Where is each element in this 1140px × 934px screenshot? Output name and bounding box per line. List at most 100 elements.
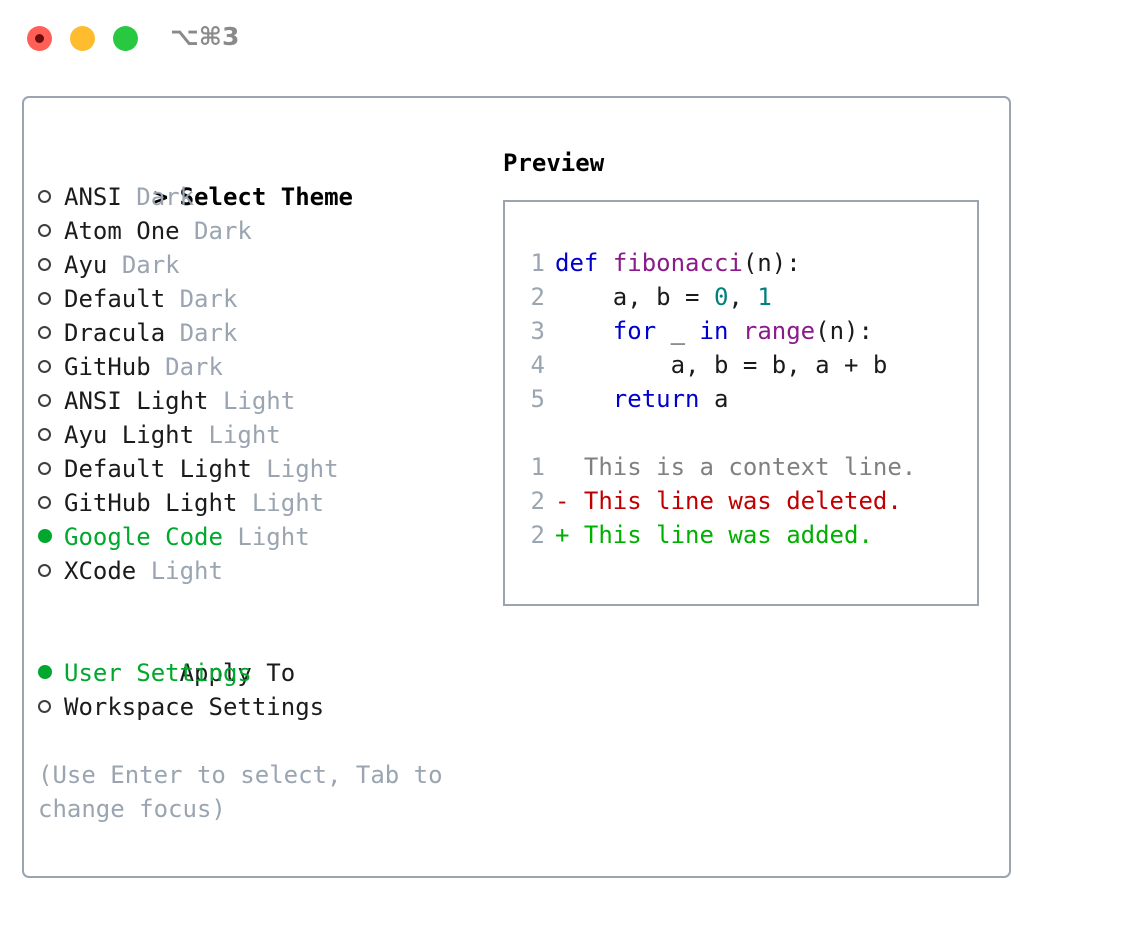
theme-list-item[interactable]: XCode Light [38,554,488,588]
radio-bullet [38,529,52,543]
diff-line-number: 1 [530,453,545,481]
radio-selected-icon[interactable] [38,520,64,554]
preview-title: Preview [503,149,605,177]
theme-list-item[interactable]: Ayu Light Light [38,418,488,452]
theme-variant-tag: Dark [179,319,238,347]
radio-unselected-icon[interactable] [38,248,64,282]
list-spacer [38,588,488,622]
radio-bullet [38,427,51,441]
code-token [555,385,613,413]
code-token: a [699,385,729,413]
theme-name: Ayu [64,251,108,279]
theme-list-item[interactable]: GitHub Dark [38,350,488,384]
diff-sign: + [555,521,570,549]
radio-unselected-icon[interactable] [38,554,64,588]
window-shortcut-label: ⌥⌘3 [170,22,240,51]
theme-list-item[interactable]: Ayu Dark [38,248,488,282]
theme-list-item[interactable]: Default Light Light [38,452,488,486]
code-token: in [699,317,729,345]
code-token: return [612,385,700,413]
radio-bullet [38,393,51,407]
radio-unselected-icon[interactable] [38,180,64,214]
hint-line-1: (Use Enter to select, Tab to [38,761,443,789]
theme-name: Google Code [64,523,223,551]
minimize-button[interactable] [70,26,95,51]
traffic-lights [27,26,138,51]
radio-bullet [38,495,51,509]
prompt-caret-icon: > [153,183,169,211]
code-token: a, b = [555,283,714,311]
apply-to-option-label: User Settings [64,659,252,687]
maximize-button[interactable] [113,26,138,51]
theme-list-item[interactable]: Dracula Dark [38,316,488,350]
theme-name: ANSI Light [64,387,209,415]
code-line: 4 a, b = b, a + b [523,348,916,382]
code-line: 3 for _ in range(n): [523,314,916,348]
theme-name: ANSI [64,183,122,211]
radio-bullet [38,189,51,203]
line-number: 5 [530,385,545,413]
line-number: 4 [530,351,545,379]
line-number: 1 [530,249,545,277]
theme-variant-tag: Light [222,387,296,415]
diff-line-number: 2 [530,487,545,515]
radio-unselected-icon[interactable] [38,282,64,316]
radio-bullet [38,291,51,305]
theme-variant-tag: Dark [165,353,223,381]
theme-variant-tag: Light [251,489,325,517]
theme-list-item[interactable]: GitHub Light Light [38,486,488,520]
theme-name: Dracula [64,319,166,347]
radio-unselected-icon[interactable] [38,418,64,452]
code-token: 1 [757,283,772,311]
hint-line-2: change focus) [38,795,226,823]
diff-line: 2- This line was deleted. [523,484,916,518]
radio-unselected-icon[interactable] [38,350,64,384]
theme-variant-tag: Light [237,523,310,551]
theme-variant-tag: Dark [179,285,238,313]
theme-name: GitHub Light [64,489,238,517]
radio-unselected-icon[interactable] [38,452,64,486]
radio-bullet [38,257,51,271]
theme-list-item[interactable]: Atom One Dark [38,214,488,248]
radio-unselected-icon[interactable] [38,214,64,248]
radio-selected-icon[interactable] [38,656,64,690]
select-theme-header: >Select Theme [38,146,488,211]
code-token: 0 [713,283,729,311]
radio-unselected-icon[interactable] [38,384,64,418]
line-number: 3 [530,317,545,345]
theme-name: Ayu Light [64,421,195,449]
theme-list-item[interactable]: ANSI Dark [38,180,488,214]
radio-bullet [38,359,51,373]
code-line: 2 a, b = 0, 1 [523,280,916,314]
diff-line-number: 2 [530,521,545,549]
apply-to-item[interactable]: Workspace Settings [38,690,488,724]
radio-bullet [38,563,51,577]
theme-list-item[interactable]: Google Code Light [38,520,488,554]
code-line: 5 return a [523,382,916,416]
apply-to-option-label: Workspace Settings [64,693,325,721]
code-token: fibonacci [612,249,743,277]
theme-list-item[interactable]: Default Dark [38,282,488,316]
radio-bullet [38,461,51,475]
close-button[interactable] [27,26,52,51]
theme-name: Atom One [64,217,180,245]
line-number: 2 [530,283,545,311]
radio-unselected-icon[interactable] [38,316,64,350]
theme-variant-tag: Light [150,557,223,585]
apply-to-item[interactable]: User Settings [38,656,488,690]
radio-unselected-icon[interactable] [38,690,64,724]
apply-to-header: Apply To [38,622,488,687]
diff-line: 1 This is a context line. [523,450,917,484]
theme-list-item[interactable]: ANSI Light Light [38,384,488,418]
radio-unselected-icon[interactable] [38,486,64,520]
radio-bullet [38,665,52,679]
theme-variant-tag: Light [266,455,339,483]
